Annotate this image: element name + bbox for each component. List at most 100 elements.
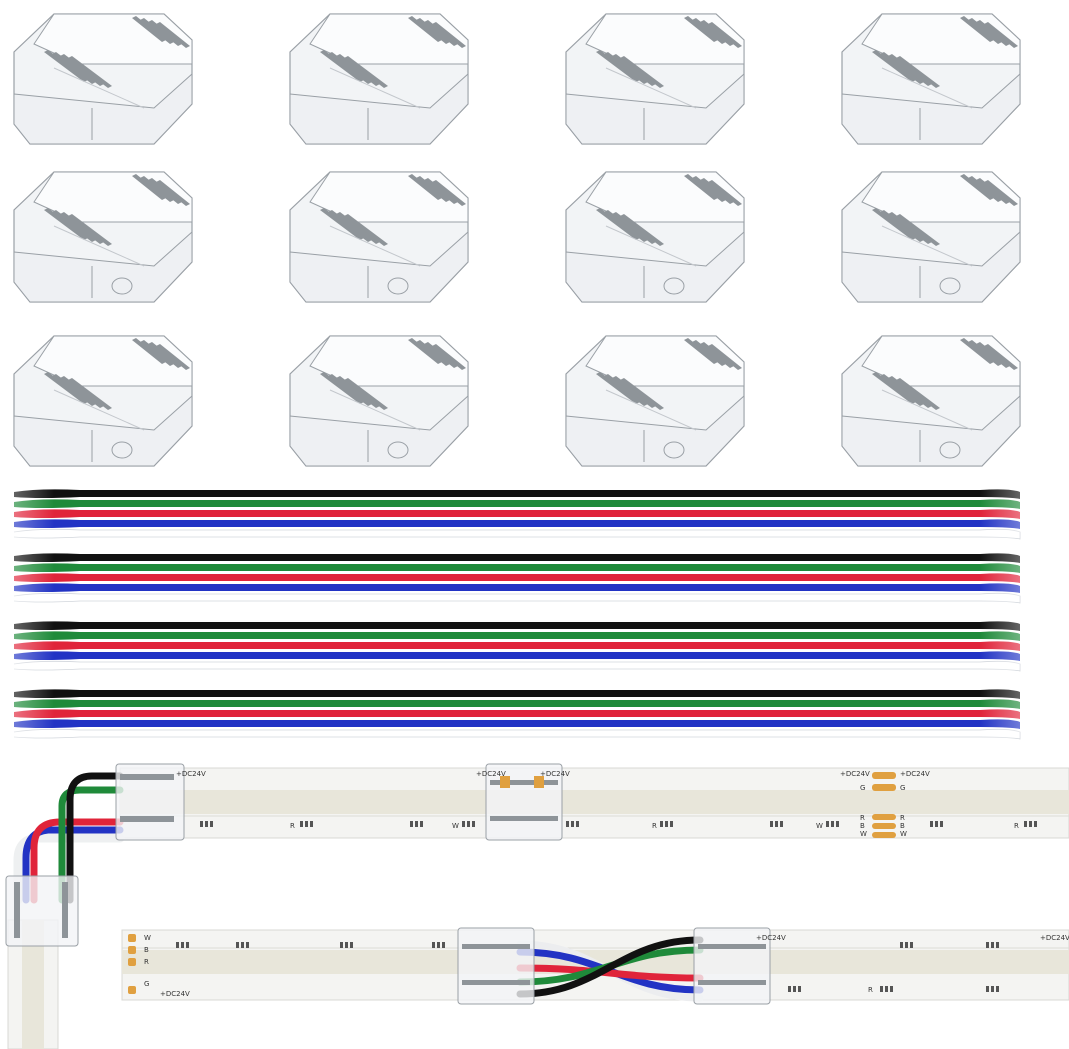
connector-pin — [968, 176, 1002, 202]
connector-pin — [960, 174, 994, 200]
connector-pin — [320, 208, 364, 240]
connector-clip — [565, 335, 745, 467]
led-chip — [472, 821, 475, 827]
connector-pin — [880, 210, 924, 242]
connector-pin — [604, 374, 648, 406]
connector-pin — [416, 176, 450, 202]
led-chip — [205, 821, 208, 827]
led-chip — [940, 821, 943, 827]
led-chip — [345, 942, 348, 948]
copper-pads-bottom — [128, 934, 136, 994]
ribbon-end-fade — [14, 620, 1020, 670]
connector-pin — [872, 208, 916, 240]
led-chip — [420, 821, 423, 827]
pcb-pad-r: R — [1014, 822, 1019, 830]
connector-pin — [156, 22, 190, 48]
connector-pin — [960, 16, 994, 42]
led-chip — [991, 942, 994, 948]
connector-pin — [320, 372, 364, 404]
led-chip — [1024, 821, 1027, 827]
led-chip — [462, 821, 465, 827]
led-chip — [241, 942, 244, 948]
pcb-labels: +DC24V +DC24V +DC24V +DC24V +DC24V G G R… — [144, 770, 1069, 998]
pcb-voltage-label: +DC24V — [1040, 934, 1069, 942]
pcb-pad-w: W — [900, 830, 907, 838]
led-chip — [200, 821, 203, 827]
ribbon-end-fade — [14, 488, 1020, 538]
connector-pin — [344, 378, 388, 410]
led-chip — [996, 942, 999, 948]
pcb-voltage-label: +DC24V — [900, 770, 930, 778]
connector-pin — [896, 214, 940, 246]
connector-pin — [336, 212, 380, 244]
connector-pin — [132, 338, 166, 364]
mounted-connector-corner — [115, 763, 185, 841]
mounted-connector-top-middle — [485, 763, 563, 841]
led-chip — [1034, 821, 1037, 827]
led-chip — [930, 821, 933, 827]
connector-pin — [416, 340, 450, 366]
connector-pin — [596, 50, 640, 82]
connector-pin — [684, 16, 718, 42]
ribbon-cable — [13, 620, 1021, 672]
connector-pin — [984, 180, 1018, 206]
pcb-pad-g: G — [860, 784, 865, 792]
ribbon-cable-group — [13, 488, 1021, 740]
connector-pin — [52, 210, 96, 242]
connector-pin — [700, 342, 734, 368]
connector-pin — [328, 210, 372, 242]
connector-pin — [620, 378, 664, 410]
pcb-voltage-label: +DC24V — [540, 770, 570, 778]
connector-pin — [432, 180, 466, 206]
led-chip — [986, 986, 989, 992]
led-chip — [340, 942, 343, 948]
pcb-pad-w: W — [860, 830, 867, 838]
connector-pin — [968, 18, 1002, 44]
led-chip — [186, 942, 189, 948]
led-chip — [350, 942, 353, 948]
connector-pin — [960, 338, 994, 364]
led-chip — [181, 942, 184, 948]
connector-pin — [140, 18, 174, 44]
led-chip — [305, 821, 308, 827]
led-chip — [836, 821, 839, 827]
led-chip — [467, 821, 470, 827]
connector-pin — [612, 376, 656, 408]
led-chip — [410, 821, 413, 827]
connector-pin — [132, 16, 166, 42]
pcb-voltage-label: +DC24V — [176, 770, 206, 778]
connector-pin — [612, 212, 656, 244]
led-chip — [831, 821, 834, 827]
connector-pin — [968, 340, 1002, 366]
mounted-connector-bottom-right — [693, 927, 771, 1005]
pcb-voltage-label: +DC24V — [160, 990, 190, 998]
connector-pin — [432, 344, 466, 370]
led-chip — [935, 821, 938, 827]
led-chip — [991, 986, 994, 992]
pcb-pad-b: B — [144, 946, 149, 954]
connector-clip — [841, 171, 1021, 303]
ribbon-cable — [13, 688, 1021, 740]
connector-pin — [68, 56, 112, 88]
pcb-voltage-label: +DC24V — [840, 770, 870, 778]
connector-pin — [408, 338, 442, 364]
connector-pin — [148, 20, 182, 46]
ribbon-cable — [13, 552, 1021, 604]
connector-pin — [872, 372, 916, 404]
led-chip — [300, 821, 303, 827]
ribbon-cable — [13, 488, 1021, 540]
connector-pin — [888, 212, 932, 244]
connector-clip — [565, 171, 745, 303]
connector-pin — [708, 22, 742, 48]
connector-pin — [408, 16, 442, 42]
connector-pin — [432, 22, 466, 48]
pcb-pad-g: G — [900, 784, 905, 792]
connector-pin — [872, 50, 916, 82]
connector-pin — [140, 176, 174, 202]
connector-pin — [336, 54, 380, 86]
mounted-connector-bottom-left — [457, 927, 535, 1005]
led-chip — [1029, 821, 1032, 827]
connector-grid — [13, 13, 1021, 467]
led-chip — [996, 986, 999, 992]
connector-pin — [976, 178, 1010, 204]
